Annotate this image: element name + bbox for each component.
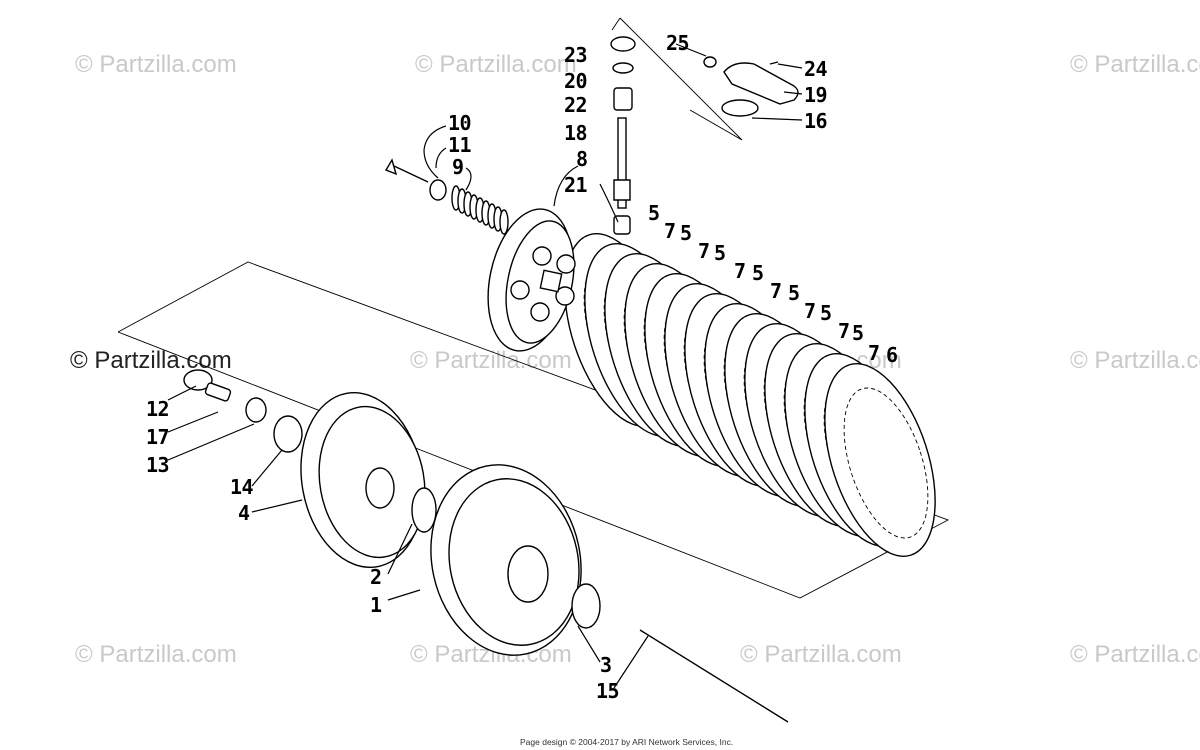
- clutch-hub: [300, 392, 426, 568]
- clutch-basket: [411, 464, 582, 656]
- callout-5: 5: [752, 261, 764, 285]
- callout-12: 12: [146, 397, 169, 421]
- watermark: © Partzilla.com: [740, 641, 902, 668]
- leader-lines: [167, 43, 803, 689]
- callout-8: 8: [576, 147, 588, 171]
- callout-7: 7: [770, 279, 782, 303]
- watermark: © Partzilla.com: [1070, 51, 1200, 78]
- callout-4: 4: [238, 501, 250, 525]
- release-shaft-assembly: [610, 36, 636, 235]
- callout-15: 15: [596, 679, 619, 703]
- callouts: 23 20 22 18 8 21 25 24 19 16 10 11 9 5 7…: [146, 31, 898, 703]
- callout-7: 7: [734, 259, 746, 283]
- watermark: © Partzilla.com: [75, 51, 237, 78]
- callout-17: 17: [146, 425, 169, 449]
- callout-5: 5: [714, 241, 726, 265]
- callout-7: 7: [698, 239, 710, 263]
- callout-14: 14: [230, 475, 254, 499]
- copyright-footer: Page design © 2004-2017 by ARI Network S…: [520, 737, 733, 747]
- clutch-plate-stack: [564, 233, 936, 557]
- callout-18: 18: [564, 121, 587, 145]
- callout-10: 10: [448, 111, 471, 135]
- callout-7: 7: [868, 341, 880, 365]
- callout-5: 5: [852, 321, 864, 345]
- callout-13: 13: [146, 453, 169, 477]
- clutch-plate: [824, 363, 936, 557]
- callout-1: 1: [370, 593, 382, 617]
- callout-5: 5: [788, 281, 800, 305]
- callout-5: 5: [648, 201, 660, 225]
- watermark-group: © Partzilla.com © Partzilla.com © Partzi…: [70, 51, 1200, 668]
- watermark: © Partzilla.com: [75, 641, 237, 668]
- callout-2: 2: [370, 565, 382, 589]
- callout-7: 7: [804, 299, 816, 323]
- hub-bearing-nut: [183, 369, 303, 453]
- clutch-spring-bolt: [384, 158, 509, 235]
- callout-25: 25: [666, 31, 689, 55]
- callout-21: 21: [564, 173, 588, 197]
- watermark: © Partzilla.com: [70, 347, 232, 374]
- callout-7: 7: [838, 319, 850, 343]
- callout-11: 11: [448, 133, 472, 157]
- callout-19: 19: [804, 83, 827, 107]
- watermark: © Partzilla.com: [1070, 641, 1200, 668]
- assembly-frame: [117, 17, 950, 599]
- callout-24: 24: [804, 57, 828, 81]
- callout-9: 9: [452, 155, 464, 179]
- callout-23: 23: [564, 43, 587, 67]
- release-lever: [703, 56, 799, 117]
- watermark: © Partzilla.com: [415, 51, 577, 78]
- watermark: © Partzilla.com: [1070, 347, 1200, 374]
- callout-5: 5: [820, 301, 832, 325]
- callout-3: 3: [600, 653, 612, 677]
- callout-20: 20: [564, 69, 587, 93]
- callout-7: 7: [664, 219, 676, 243]
- callout-6: 6: [886, 343, 898, 367]
- pressure-plate: [487, 208, 576, 352]
- callout-22: 22: [564, 93, 587, 117]
- spring-coil: [499, 209, 509, 235]
- callout-5: 5: [680, 221, 692, 245]
- push-rod: [571, 583, 789, 723]
- callout-16: 16: [804, 109, 827, 133]
